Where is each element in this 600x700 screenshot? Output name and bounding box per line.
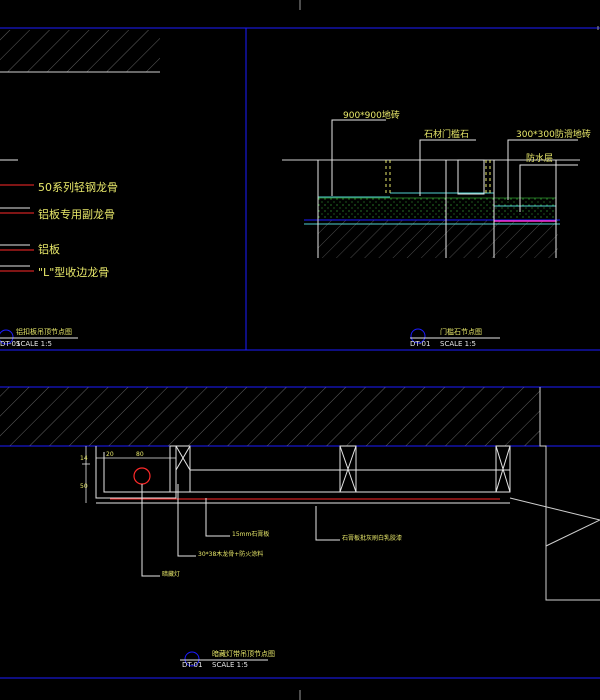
detail-code: DT-01 xyxy=(410,340,431,348)
callout-threshold-stone: 石材门槛石 xyxy=(424,130,470,140)
viewport-frames xyxy=(0,27,600,679)
callout-keel: 30*38木龙骨+防火涂料 xyxy=(198,551,264,558)
detail-scale: SCALE 1:5 xyxy=(212,661,248,669)
dim-14: 14 xyxy=(80,455,88,462)
callout-finish: 石膏板批灰刷白乳胶漆 xyxy=(342,535,403,542)
dim-20: 20 xyxy=(106,451,114,458)
callout-waterproof: 防水层 xyxy=(526,154,554,164)
callout-light-steel-keel: 50系列轻钢龙骨 xyxy=(38,181,118,194)
detail-threshold xyxy=(282,119,580,344)
detail-code: DT-01 xyxy=(182,661,203,669)
lamp-icon xyxy=(133,467,151,485)
detail-scale: SCALE 1:5 xyxy=(16,340,52,348)
detail-title: 铝扣板吊顶节点图 xyxy=(16,328,72,336)
detail-hidden-light xyxy=(0,387,600,667)
dim-50: 50 xyxy=(80,483,88,490)
frame-tick-marks xyxy=(299,0,599,700)
detail-code: DT-01 xyxy=(0,340,21,348)
callout-hidden-light: 暗藏灯 xyxy=(162,571,181,578)
callout-antislip-tile: 300*300防滑地砖 xyxy=(516,130,591,140)
title-bubble xyxy=(184,651,200,667)
title-bubble xyxy=(410,328,426,344)
callout-gypsum: 15mm石膏板 xyxy=(232,531,270,538)
callout-l-edge-keel: "L"型收边龙骨 xyxy=(38,266,110,279)
detail-scale: SCALE 1:5 xyxy=(440,340,476,348)
title-bubble xyxy=(0,329,14,345)
soil-layer xyxy=(318,220,558,258)
dim-80: 80 xyxy=(136,451,144,458)
detail-title: 暗藏灯带吊顶节点图 xyxy=(212,650,275,658)
callout-aluminum-panel: 铝板 xyxy=(38,243,60,256)
detail-title: 门槛石节点图 xyxy=(440,328,482,336)
callout-sub-keel: 铝板专用副龙骨 xyxy=(38,208,115,221)
slab-hatch xyxy=(0,30,160,72)
detail-ceiling-profile xyxy=(0,30,160,345)
structure-slab xyxy=(0,387,540,446)
callout-floor-tile: 900*900地砖 xyxy=(343,111,400,121)
